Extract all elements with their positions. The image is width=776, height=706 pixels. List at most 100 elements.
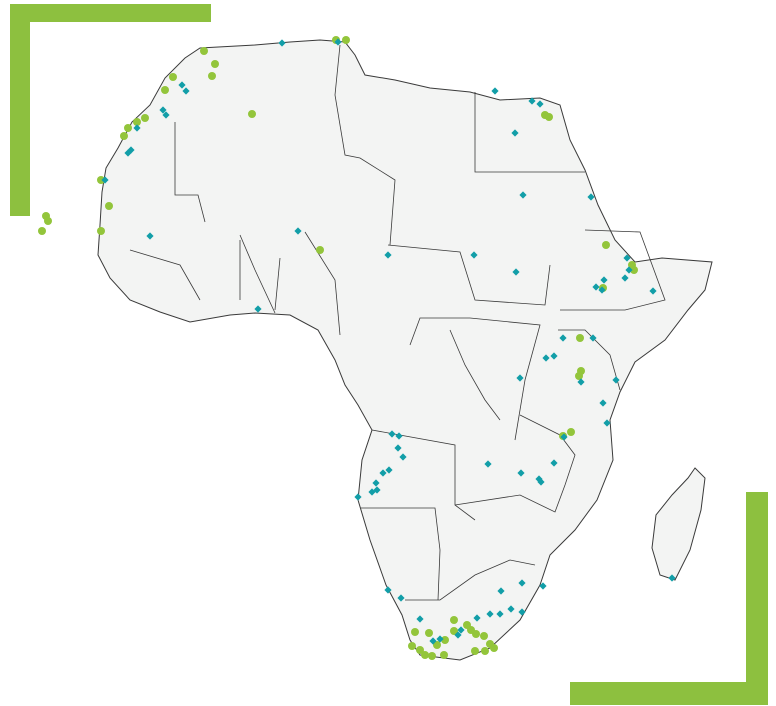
green-circle-marker <box>490 644 498 652</box>
teal-diamond-marker <box>470 251 478 259</box>
teal-diamond-marker <box>496 610 504 618</box>
green-circle-marker <box>471 647 479 655</box>
green-circle-marker <box>567 428 575 436</box>
teal-diamond-marker <box>537 478 545 486</box>
teal-diamond-marker <box>559 334 567 342</box>
teal-diamond-marker <box>491 87 499 95</box>
teal-diamond-marker <box>589 334 597 342</box>
teal-diamond-marker <box>497 587 505 595</box>
teal-diamond-marker <box>146 232 154 240</box>
green-circle-marker <box>105 202 113 210</box>
teal-diamond-marker <box>127 146 135 154</box>
green-circle-marker <box>421 651 429 659</box>
teal-diamond-marker <box>388 430 396 438</box>
teal-diamond-marker <box>379 469 387 477</box>
teal-diamond-marker <box>384 251 392 259</box>
teal-diamond-marker <box>625 266 633 274</box>
teal-diamond-marker <box>599 399 607 407</box>
corner-bracket-top-left-vertical <box>10 4 30 216</box>
teal-diamond-marker <box>668 574 676 582</box>
green-circle-marker <box>545 113 553 121</box>
teal-diamond-marker <box>536 100 544 108</box>
teal-diamond-marker <box>182 87 190 95</box>
teal-diamond-marker <box>518 608 526 616</box>
teal-diamond-marker <box>372 479 380 487</box>
teal-diamond-marker <box>385 466 393 474</box>
africa-landmass <box>97 39 713 661</box>
green-circle-marker <box>38 227 46 235</box>
teal-diamond-marker <box>518 579 526 587</box>
green-circle-marker <box>408 642 416 650</box>
green-circle-marker <box>248 110 256 118</box>
green-circle-marker <box>440 651 448 659</box>
teal-diamond-marker <box>457 626 465 634</box>
teal-diamond-marker <box>354 493 362 501</box>
teal-diamond-marker <box>519 191 527 199</box>
teal-diamond-marker <box>368 488 376 496</box>
teal-diamond-marker <box>484 460 492 468</box>
teal-diamond-marker <box>550 352 558 360</box>
madagascar-landmass <box>651 467 706 581</box>
teal-diamond-marker <box>649 287 657 295</box>
teal-diamond-marker <box>612 376 620 384</box>
green-circle-marker <box>342 36 350 44</box>
teal-diamond-marker <box>592 283 600 291</box>
teal-diamond-marker <box>577 378 585 386</box>
green-circle-marker <box>441 636 449 644</box>
teal-diamond-marker <box>159 106 167 114</box>
teal-diamond-marker <box>254 305 262 313</box>
teal-diamond-marker <box>598 286 606 294</box>
teal-diamond-marker <box>560 433 568 441</box>
green-circle-marker <box>211 60 219 68</box>
teal-diamond-marker <box>416 615 424 623</box>
corner-bracket-bottom-right-vertical <box>746 492 768 705</box>
green-circle-marker <box>425 629 433 637</box>
teal-diamond-marker <box>436 635 444 643</box>
teal-diamond-marker <box>394 444 402 452</box>
teal-diamond-marker <box>528 97 536 105</box>
teal-diamond-marker <box>516 374 524 382</box>
teal-diamond-marker <box>473 614 481 622</box>
teal-diamond-marker <box>334 38 342 46</box>
teal-diamond-marker <box>512 268 520 276</box>
green-circle-marker <box>602 241 610 249</box>
green-circle-marker <box>481 647 489 655</box>
teal-diamond-marker <box>399 453 407 461</box>
teal-diamond-marker <box>507 605 515 613</box>
teal-diamond-marker <box>294 227 302 235</box>
green-circle-marker <box>97 176 105 184</box>
teal-diamond-marker <box>511 129 519 137</box>
green-circle-marker <box>472 630 480 638</box>
teal-diamond-marker <box>124 149 132 157</box>
teal-diamond-marker <box>178 81 186 89</box>
teal-diamond-marker <box>397 594 405 602</box>
teal-diamond-marker <box>539 582 547 590</box>
teal-diamond-marker <box>550 459 558 467</box>
green-circle-marker <box>576 334 584 342</box>
teal-diamond-marker <box>133 124 141 132</box>
teal-diamond-marker <box>101 176 109 184</box>
country-borders <box>129 44 666 601</box>
corner-bracket-bottom-right-horizontal <box>570 682 768 705</box>
green-circle-marker <box>208 72 216 80</box>
teal-diamond-marker <box>621 274 629 282</box>
green-circle-marker <box>141 114 149 122</box>
green-circle-marker <box>433 641 441 649</box>
green-circle-marker <box>575 372 583 380</box>
site-markers <box>38 36 676 660</box>
green-circle-marker <box>316 246 324 254</box>
teal-diamond-marker <box>542 354 550 362</box>
teal-diamond-marker <box>384 586 392 594</box>
green-circle-marker <box>450 627 458 635</box>
green-circle-marker <box>200 47 208 55</box>
green-circle-marker <box>133 118 141 126</box>
green-circle-marker <box>630 266 638 274</box>
green-circle-marker <box>169 73 177 81</box>
teal-diamond-marker <box>587 193 595 201</box>
green-circle-marker <box>97 227 105 235</box>
green-circle-marker <box>411 628 419 636</box>
green-circle-marker <box>161 86 169 94</box>
teal-diamond-marker <box>600 276 608 284</box>
